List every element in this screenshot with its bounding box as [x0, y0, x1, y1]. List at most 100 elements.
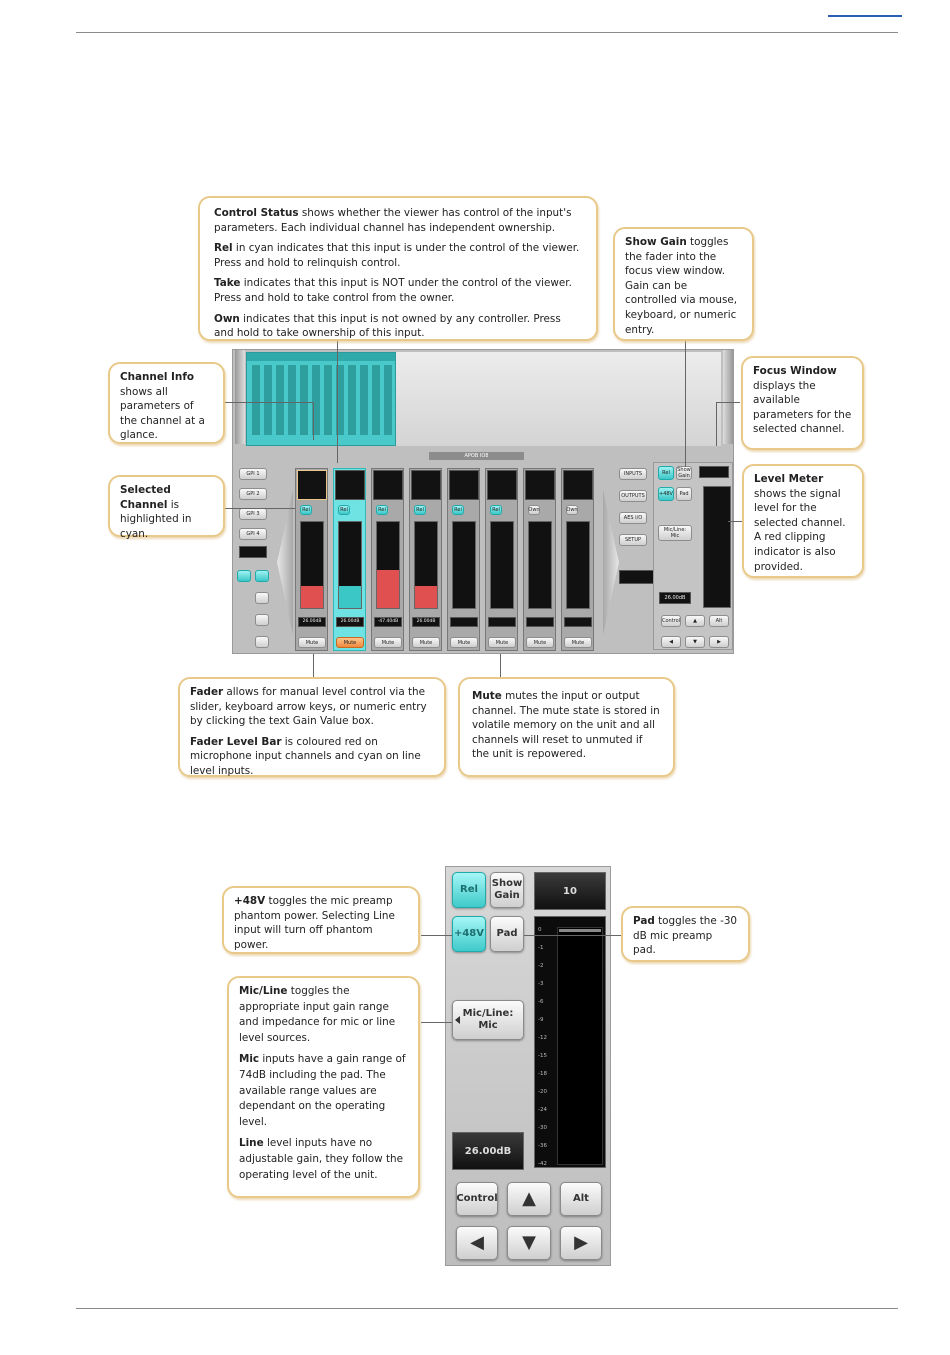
control-status-button[interactable]: Own [566, 505, 578, 515]
overview-column [312, 365, 320, 435]
gpo-2-button[interactable] [255, 592, 269, 604]
gpo-1-owner[interactable] [255, 570, 269, 582]
selected-channel-strip[interactable]: Rel 26.00dB Mute [333, 468, 366, 651]
meter-tick-label: -42 [538, 1161, 547, 1167]
meter-tick-label: -3 [538, 981, 544, 987]
control-button[interactable]: Control [456, 1182, 498, 1216]
pad-button-small[interactable]: Pad [676, 487, 692, 501]
gain-value-box[interactable] [450, 617, 478, 627]
gpi-3-button[interactable]: GPI 3 [239, 508, 267, 520]
right-arrow-button[interactable]: ▶ [560, 1226, 602, 1260]
leader-mute [500, 654, 501, 677]
control-status-button[interactable]: Rel [338, 505, 350, 515]
channel-info-box[interactable] [335, 470, 365, 500]
channel-info-box[interactable] [373, 470, 403, 500]
gpi-1-button[interactable]: GPI 1 [239, 468, 267, 480]
overview-column [252, 365, 260, 435]
gpo-3-button[interactable] [255, 614, 269, 626]
gain-value-box[interactable]: -47.40dB [374, 617, 402, 627]
mute-button[interactable]: Mute [526, 637, 554, 648]
scroll-right-arrow[interactable] [603, 490, 619, 635]
mute-button[interactable]: Mute [374, 637, 402, 648]
micline-button-small[interactable]: Mic/Line: Mic [658, 525, 692, 541]
aes-io-tab[interactable]: AES I/O [619, 512, 647, 524]
rel-button-small[interactable]: Rel [658, 466, 674, 480]
overview-column [372, 365, 380, 435]
control-status-button[interactable]: Rel [300, 505, 312, 515]
setup-tab[interactable]: SETUP [619, 534, 647, 546]
mic-line-button[interactable]: Mic/Line:Mic [452, 1000, 524, 1040]
channel-name-box [619, 570, 655, 584]
phantom-power-button[interactable]: +48V [452, 916, 486, 952]
header-link[interactable] [828, 15, 902, 17]
left-arrow-button[interactable]: ◀ [456, 1226, 498, 1260]
alt-button[interactable]: Alt [560, 1182, 602, 1216]
phantom-button-small[interactable]: +48V [658, 487, 674, 501]
right-button-small[interactable]: ▶ [709, 636, 729, 648]
scroll-left-arrow[interactable] [277, 490, 293, 635]
channel-info-box[interactable] [487, 470, 517, 500]
pad-button[interactable]: Pad [490, 916, 524, 952]
gain-value-box[interactable] [564, 617, 592, 627]
channel-info-box[interactable] [297, 470, 327, 500]
alt-button-small[interactable]: Alt [709, 615, 729, 627]
show-gain-button-small[interactable]: Show Gain [676, 466, 692, 480]
fader-track[interactable] [376, 521, 400, 609]
down-button-small[interactable]: ▼ [685, 636, 705, 648]
gain-value-box[interactable]: 26.00dB [452, 1132, 524, 1170]
gain-value-box[interactable]: 26.00dB [298, 617, 326, 627]
control-button-small[interactable]: Control [661, 615, 681, 627]
gpo-1-button[interactable] [237, 570, 251, 582]
fader-track[interactable] [300, 521, 324, 609]
mute-button[interactable]: Mute [564, 637, 592, 648]
mute-button[interactable]: Mute [412, 637, 440, 648]
gain-value-box[interactable]: 26.00dB [412, 617, 440, 627]
fader-track[interactable] [566, 521, 590, 609]
gain-value-box[interactable] [488, 617, 516, 627]
channel-info-box[interactable] [449, 470, 479, 500]
fader-track[interactable] [490, 521, 514, 609]
control-status-button[interactable]: Rel [452, 505, 464, 515]
channel-strip[interactable]: Rel 26.00dB Mute [295, 468, 328, 651]
gain-value-box[interactable] [526, 617, 554, 627]
channel-strip[interactable]: Rel 26.00dB Mute [409, 468, 442, 651]
control-status-button[interactable]: Rel [414, 505, 426, 515]
up-button-small[interactable]: ▲ [685, 615, 705, 627]
up-arrow-button[interactable]: ▲ [507, 1182, 551, 1216]
focus-gain-small[interactable]: 26.00dB [659, 592, 691, 604]
mute-button[interactable]: Mute [450, 637, 478, 648]
gpi-2-button[interactable]: GPI 2 [239, 488, 267, 500]
channel-strip[interactable]: Rel -47.40dB Mute [371, 468, 404, 651]
fader-track[interactable] [338, 521, 362, 609]
control-status-button[interactable]: Rel [376, 505, 388, 515]
fader-track[interactable] [528, 521, 552, 609]
control-status-button[interactable]: Own [528, 505, 540, 515]
channel-info-box[interactable] [525, 470, 555, 500]
rel-button[interactable]: Rel [452, 872, 486, 908]
gpo-4-button[interactable] [255, 636, 269, 648]
inputs-tab[interactable]: INPUTS [619, 468, 647, 480]
down-arrow-button[interactable]: ▼ [507, 1226, 551, 1260]
channel-info-box[interactable] [411, 470, 441, 500]
fader-track[interactable] [452, 521, 476, 609]
leader-control-status [337, 341, 338, 463]
left-button-small[interactable]: ◀ [661, 636, 681, 648]
control-status-button[interactable]: Rel [490, 505, 502, 515]
fader-track[interactable] [414, 521, 438, 609]
mute-button[interactable]: Mute [488, 637, 516, 648]
mute-button[interactable]: Mute [298, 637, 326, 648]
channel-info-box[interactable] [563, 470, 593, 500]
gpi-4-button[interactable]: GPI 4 [239, 528, 267, 540]
outputs-tab[interactable]: OUTPUTS [619, 490, 647, 502]
leader-micline [421, 1022, 452, 1023]
gain-value-box[interactable]: 26.00dB [336, 617, 364, 627]
channel-info-overview[interactable] [246, 352, 396, 446]
mute-button[interactable]: Mute [336, 637, 364, 648]
callout-pad: Pad toggles the -30 dB mic preamp pad. [621, 906, 750, 962]
